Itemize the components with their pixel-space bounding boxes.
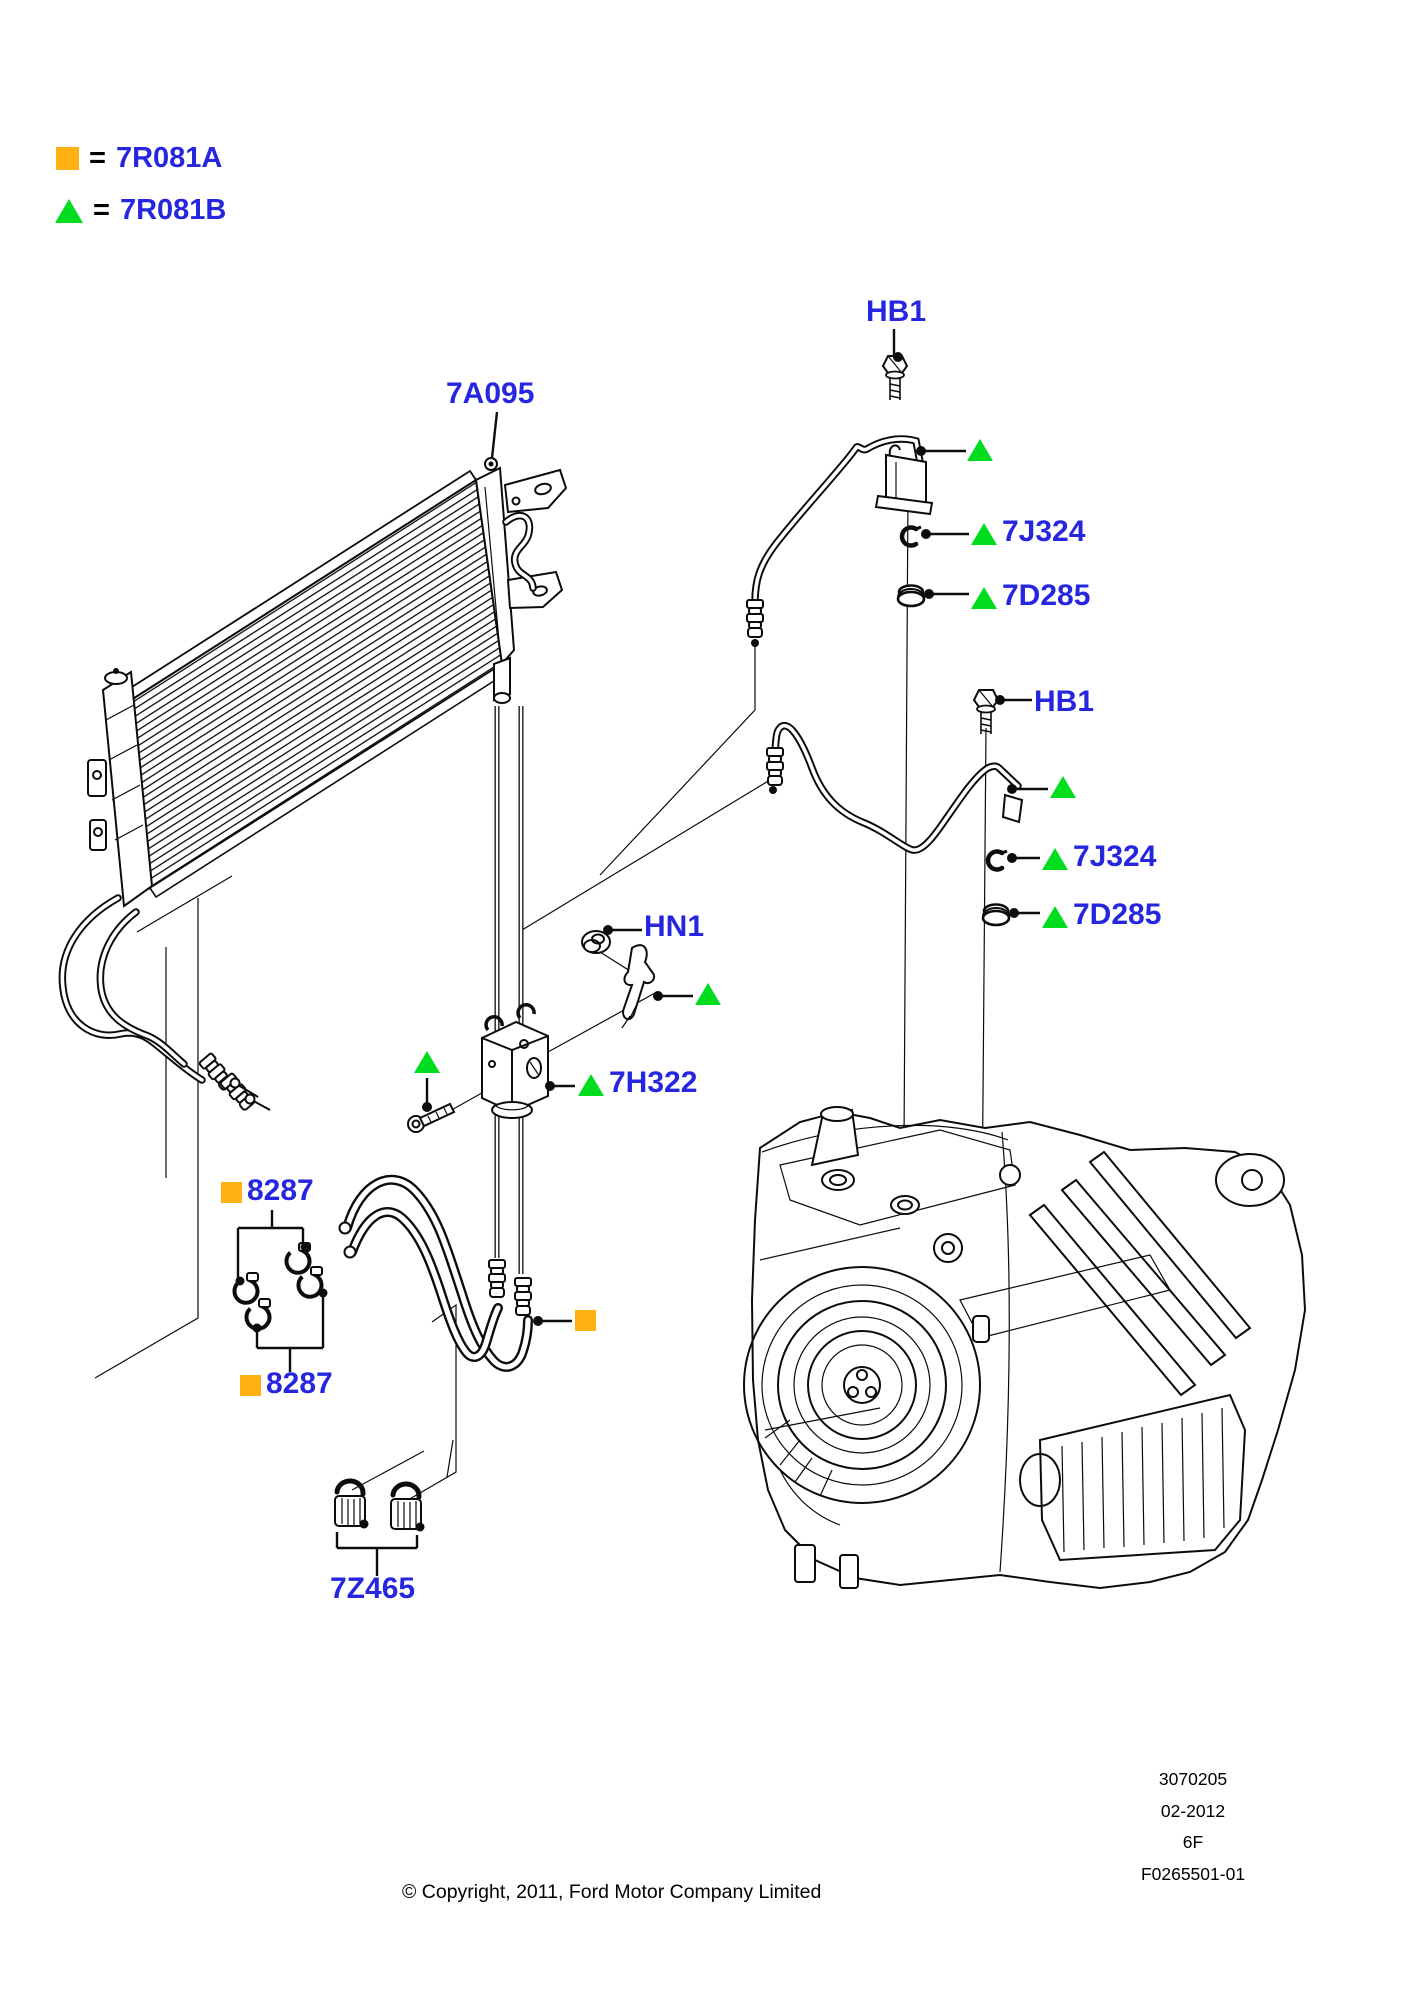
transmission-drawing: [743, 1106, 1307, 1590]
legend-equals: =: [93, 194, 110, 226]
part-label-7h322[interactable]: 7H322: [578, 1068, 697, 1098]
green-triangle-marker-icon: [414, 1051, 440, 1073]
green-triangle-icon: [1042, 848, 1068, 870]
part-label-text: 7J324: [1002, 515, 1086, 548]
legend-row-triangle: = 7R081B: [55, 194, 226, 227]
part-label-text: 7H322: [609, 1066, 698, 1099]
doc-number: 3070205: [1158, 1769, 1228, 1789]
part-label-text: HB1: [1034, 685, 1095, 718]
legend-part-code[interactable]: 7R081A: [115, 142, 223, 174]
part-label-hn1[interactable]: HN1: [644, 912, 704, 942]
doc-meta: 3070205 02-2012 6F F0265501-01: [1085, 1764, 1301, 1890]
part-label-hb1-lower[interactable]: HB1: [1034, 687, 1094, 717]
part-label-text: 7D285: [1073, 898, 1162, 931]
callout-leaders: [490, 329, 1048, 1326]
orange-square-icon: [221, 1182, 242, 1203]
orange-square-icon: [240, 1375, 261, 1396]
green-triangle-icon: [971, 523, 997, 545]
part-label-7a095[interactable]: 7A095: [446, 379, 534, 409]
oil-cooler-drawing: [58, 457, 568, 1113]
green-triangle-marker-icon: [695, 983, 721, 1005]
green-triangle-marker-icon: [1050, 776, 1076, 798]
part-label-text: 7J324: [1073, 840, 1157, 873]
part-label-text: HB1: [866, 295, 927, 328]
part-label-text: 8287: [266, 1367, 333, 1400]
part-label-7d285-upper[interactable]: 7D285: [971, 581, 1090, 611]
green-triangle-icon: [55, 198, 83, 223]
part-label-hb1-upper[interactable]: HB1: [866, 297, 926, 327]
bypass-valve-drawing: [407, 1003, 549, 1133]
legend-equals: =: [89, 142, 106, 174]
legend-row-square: = 7R081A: [56, 142, 222, 175]
copyright-line: © Copyright, 2011, Ford Motor Company Li…: [402, 1881, 822, 1903]
cooler-pipes-drawing: [488, 706, 532, 1316]
green-triangle-icon: [1042, 906, 1068, 928]
part-label-7j324-upper[interactable]: 7J324: [971, 517, 1085, 547]
part-label-7z465[interactable]: 7Z465: [330, 1574, 415, 1604]
legend-part-code[interactable]: 7R081B: [119, 194, 227, 226]
green-triangle-marker-icon: [967, 439, 993, 461]
orange-square-marker-icon: [575, 1310, 596, 1331]
hose-assembly-drawing: [228, 1174, 533, 1372]
part-label-text: 7D285: [1002, 579, 1091, 612]
part-label-text: HN1: [644, 910, 705, 943]
part-label-8287-upper[interactable]: 8287: [221, 1176, 314, 1206]
part-label-text: 7Z465: [330, 1572, 416, 1605]
retainer-clips-drawing: [335, 1481, 425, 1576]
part-label-text: 7A095: [446, 377, 535, 410]
part-label-8287-lower[interactable]: 8287: [240, 1369, 333, 1399]
upper-tube-drawing: [746, 355, 934, 647]
part-label-7d285-lower[interactable]: 7D285: [1042, 900, 1161, 930]
part-label-7j324-lower[interactable]: 7J324: [1042, 842, 1156, 872]
doc-date: 02-2012: [1160, 1800, 1226, 1821]
green-triangle-icon: [971, 587, 997, 609]
bracket-nut-drawing: [581, 930, 656, 1029]
doc-code: 6F: [1182, 1832, 1204, 1852]
orange-square-icon: [56, 147, 79, 170]
figure-number: F0265501-01: [1140, 1863, 1246, 1884]
part-label-text: 8287: [247, 1174, 314, 1207]
green-triangle-icon: [578, 1074, 604, 1096]
lower-tube-drawing: [766, 689, 1024, 854]
